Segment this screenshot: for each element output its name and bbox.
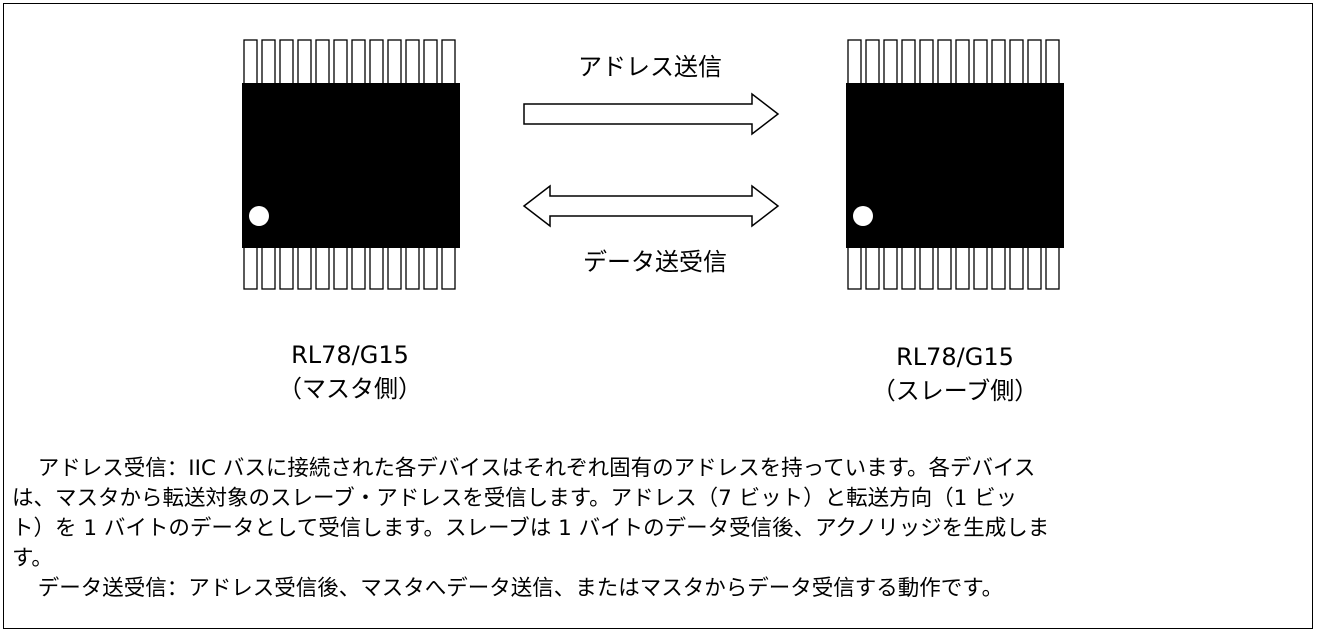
paragraph-line: アドレス受信：IIC バスに接続された各デバイスはそれぞれ固有のアドレスを持って… (37, 456, 1036, 481)
chip-pin-bottom (991, 244, 1006, 290)
address-receive-paragraph: アドレス受信：IIC バスに接続された各デバイスはそれぞれ固有のアドレスを持って… (12, 454, 1302, 574)
chip-pin-bottom (901, 244, 916, 290)
chip-pin-bottom (937, 244, 952, 290)
chip-pin-bottom (279, 244, 294, 290)
slave-chip (846, 39, 1064, 290)
chip-pin-top (1027, 39, 1042, 85)
chip-pin-top (423, 39, 438, 85)
chip-pin-top (847, 39, 862, 85)
chip-pin-top (973, 39, 988, 85)
chip-pin-top (261, 39, 276, 85)
chip-pin-top (387, 39, 402, 85)
chip-pin-bottom (1045, 244, 1060, 290)
chip-pin-top (297, 39, 312, 85)
pin1-marker (853, 206, 873, 226)
chip-pin-top (279, 39, 294, 85)
chip-pin-bottom (955, 244, 970, 290)
chip-pin-bottom (423, 244, 438, 290)
chip-pin-bottom (297, 244, 312, 290)
chip-pin-top (333, 39, 348, 85)
master-chip (242, 39, 460, 290)
chip-body (242, 83, 460, 248)
master-device-name: RL78/G15 (291, 341, 409, 369)
chip-pin-bottom (1009, 244, 1024, 290)
master-role-label: （マスタ側） (278, 375, 422, 403)
chip-pin-top (1009, 39, 1024, 85)
chip-pin-bottom (405, 244, 420, 290)
chip-pin-bottom (243, 244, 258, 290)
chip-pin-top (955, 39, 970, 85)
data-transfer-arrow (522, 184, 780, 228)
chip-pin-top (243, 39, 258, 85)
chip-pin-bottom (847, 244, 862, 290)
chip-pin-top (937, 39, 952, 85)
chip-pin-bottom (973, 244, 988, 290)
chip-pin-top (883, 39, 898, 85)
pin1-marker (249, 206, 269, 226)
paragraph-line: は、マスタから転送対象のスレーブ・アドレスを受信します。アドレス（7 ビット）と… (12, 486, 1018, 511)
chip-pin-top (919, 39, 934, 85)
chip-pin-top (369, 39, 384, 85)
chip-pin-top (351, 39, 366, 85)
chip-pin-bottom (351, 244, 366, 290)
paragraph-line: す。 (12, 546, 53, 571)
address-send-label: アドレス送信 (578, 53, 722, 81)
address-send-arrow (523, 92, 780, 136)
chip-pin-top (991, 39, 1006, 85)
chip-pin-top (405, 39, 420, 85)
paragraph-line: ト）を 1 バイトのデータとして受信します。スレーブは 1 バイトのデータ受信後… (12, 516, 1050, 541)
data-transfer-paragraph: データ送受信：アドレス受信後、マスタへデータ送信、またはマスタからデータ受信する… (37, 576, 1004, 601)
chip-pin-bottom (369, 244, 384, 290)
figure-frame (3, 3, 1313, 629)
chip-pin-bottom (441, 244, 456, 290)
chip-pin-top (865, 39, 880, 85)
chip-pin-top (901, 39, 916, 85)
chip-pin-bottom (387, 244, 402, 290)
chip-pin-bottom (865, 244, 880, 290)
chip-pin-bottom (919, 244, 934, 290)
chip-pin-bottom (883, 244, 898, 290)
slave-device-name: RL78/G15 (896, 343, 1014, 371)
chip-pin-top (441, 39, 456, 85)
slave-role-label: （スレーブ側） (871, 377, 1039, 405)
chip-pin-top (1045, 39, 1060, 85)
chip-pin-bottom (1027, 244, 1042, 290)
chip-pin-bottom (315, 244, 330, 290)
chip-body (846, 83, 1064, 248)
chip-pin-bottom (333, 244, 348, 290)
chip-pin-bottom (261, 244, 276, 290)
data-transfer-label: データ送受信 (583, 248, 727, 276)
chip-pin-top (315, 39, 330, 85)
